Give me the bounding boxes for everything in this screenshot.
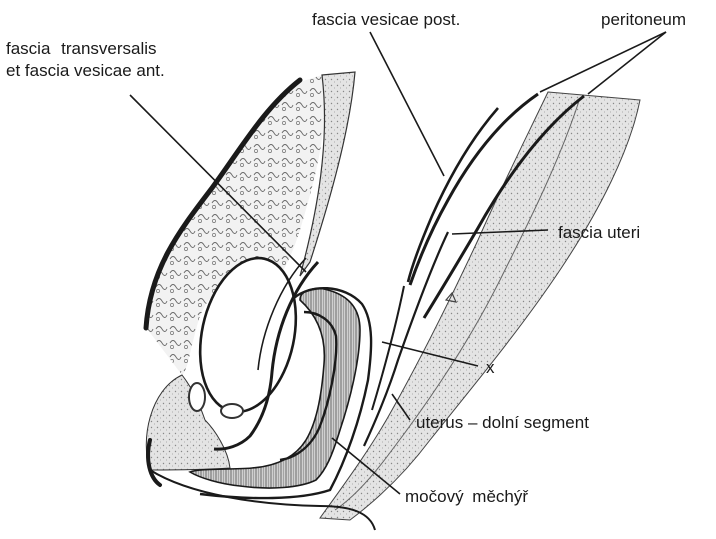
label-fascia-vesicae-post: fascia vesicae post.: [312, 9, 460, 30]
label-mocovy-mechyr: močový měchýř: [405, 486, 528, 507]
label-uterus: uterus – dolní segment: [416, 412, 589, 433]
uterus-wall: [320, 92, 640, 520]
small-oval-1: [189, 383, 205, 411]
label-x: x: [486, 357, 495, 378]
label-fascia-transversalis-line2: et fascia vesicae ant.: [6, 60, 165, 81]
label-peritoneum: peritoneum: [601, 9, 686, 30]
label-fascia-transversalis-line1: fascia transversalis: [6, 38, 157, 59]
label-fascia-uteri: fascia uteri: [558, 222, 640, 243]
small-oval-2: [221, 404, 243, 418]
leader-fascia-vesicae-post: [370, 32, 444, 176]
